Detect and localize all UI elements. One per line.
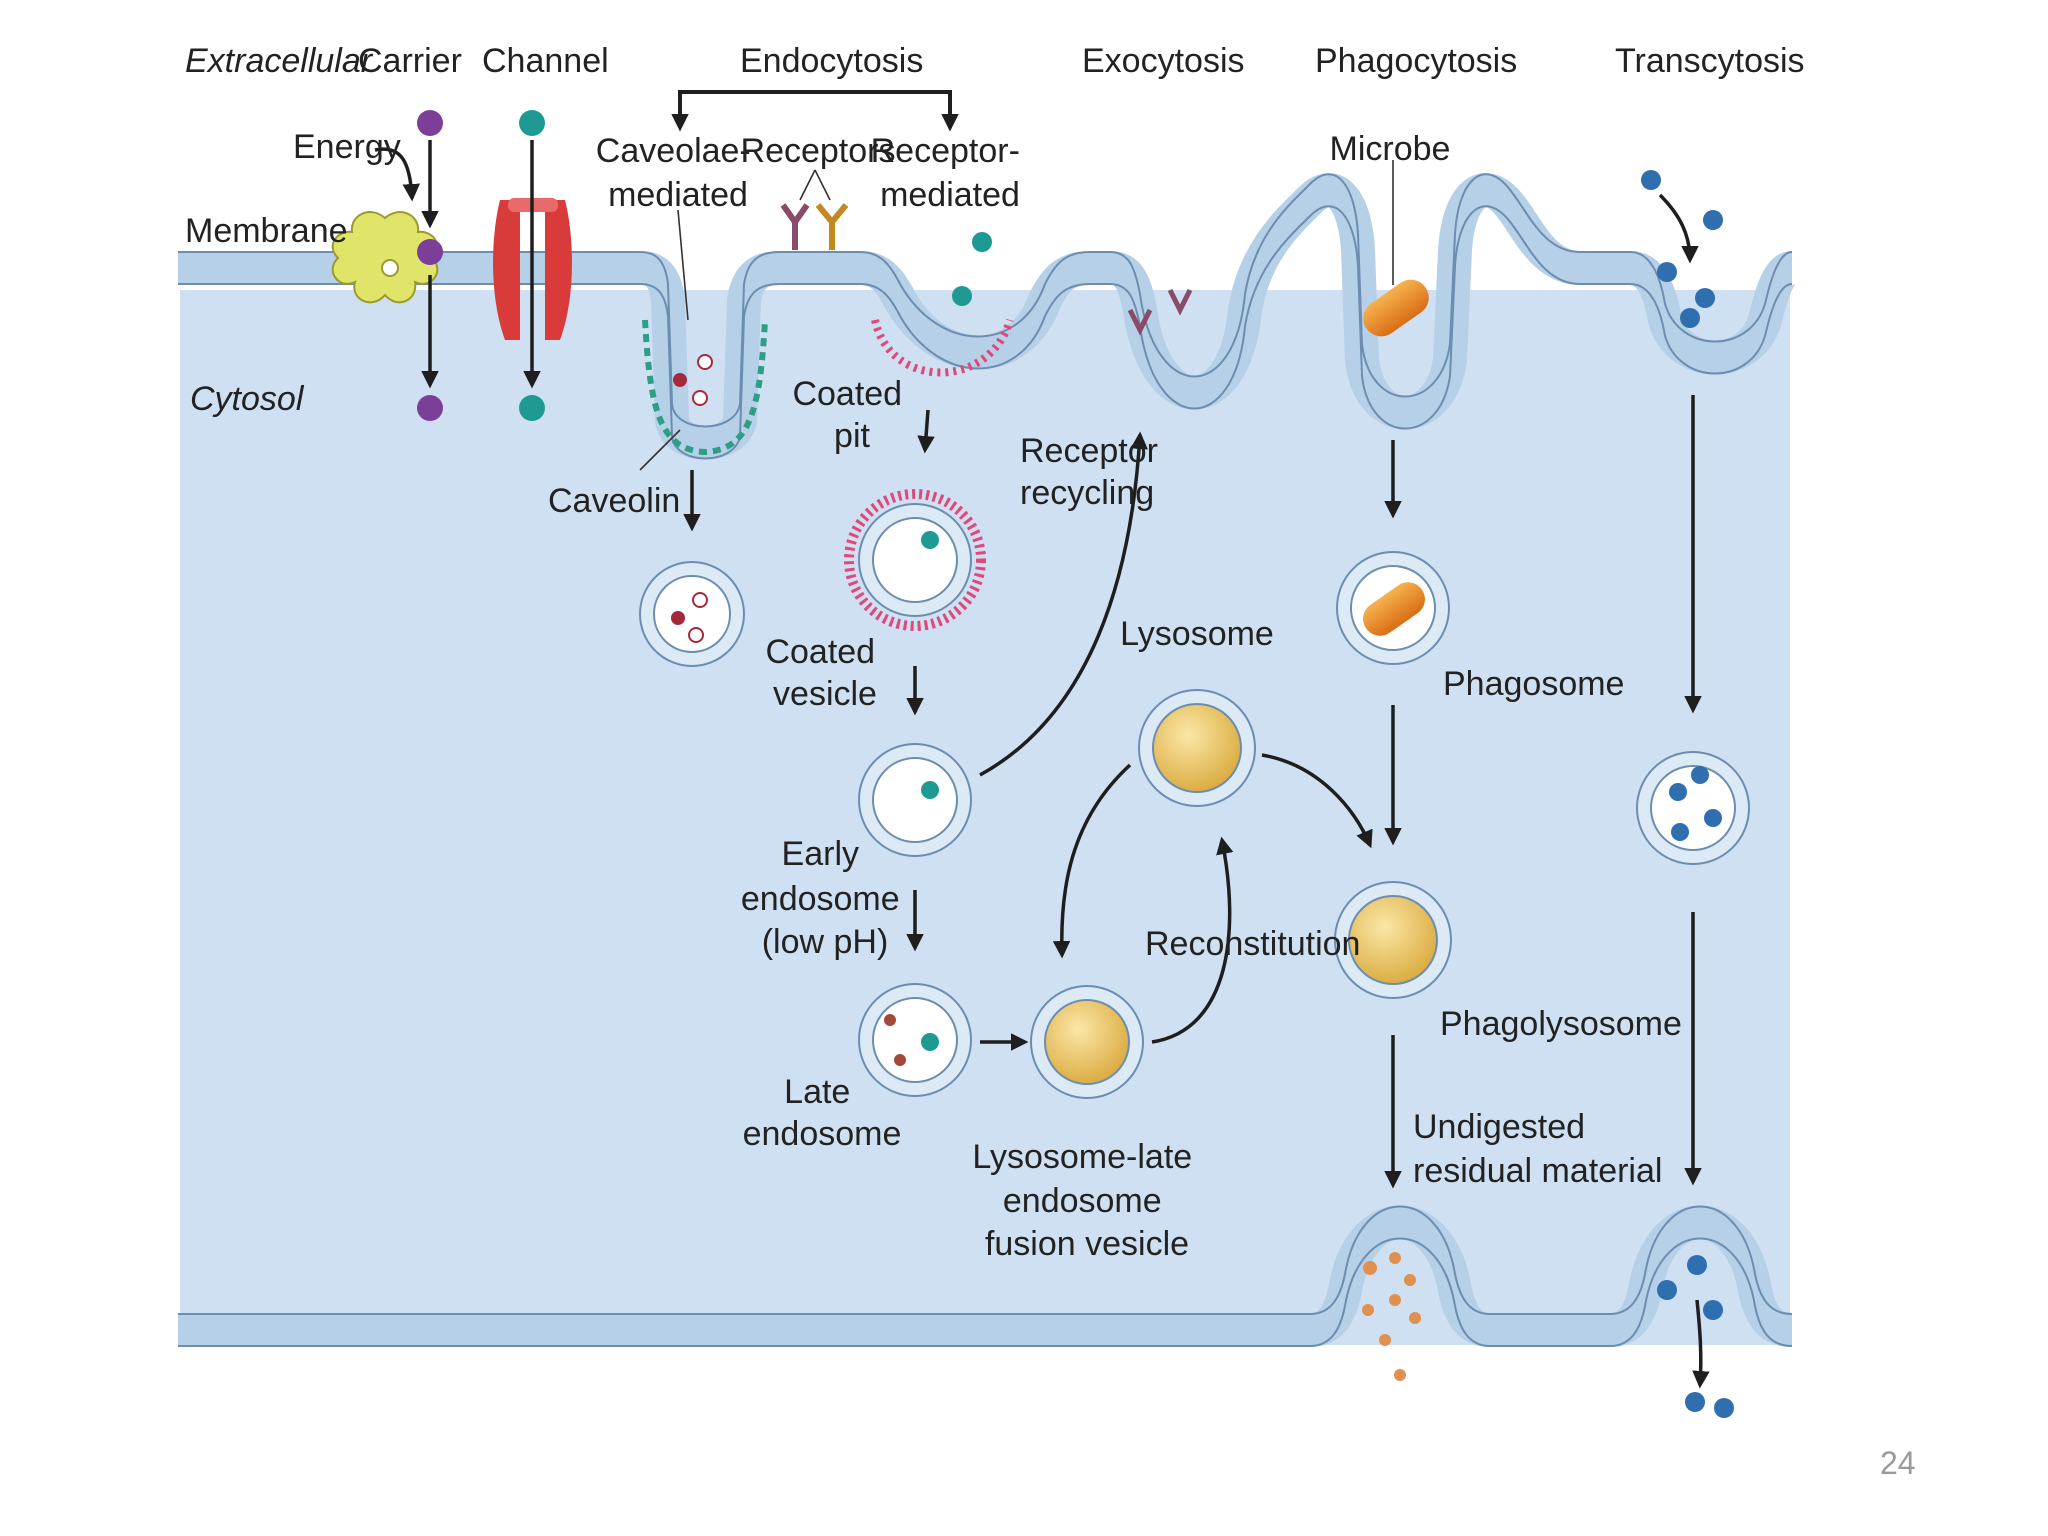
clathrin-coat-icon — [871, 318, 1014, 377]
coated-vesicle — [844, 489, 986, 631]
caveolae-vesicle — [639, 561, 745, 667]
channel-protein-icon — [493, 198, 572, 340]
label-endocytosis: Endocytosis — [740, 42, 923, 80]
label-coated-vesicle: Coated vesicle — [765, 633, 884, 713]
label-phagosome: Phagosome — [1443, 665, 1624, 703]
early-endosome — [858, 743, 972, 857]
solute-purple-inside — [417, 395, 443, 421]
label-undigested-residual: Undigested residual material — [1413, 1108, 1662, 1190]
label-exocytosis: Exocytosis — [1082, 42, 1245, 80]
lysosome-to-fusion-arrow — [1052, 763, 1132, 959]
label-channel: Channel — [482, 42, 609, 80]
label-transcytosis: Transcytosis — [1615, 42, 1805, 80]
solute-purple-outside — [417, 110, 443, 136]
label-membrane: Membrane — [185, 212, 348, 250]
label-extracellular: Extracellular — [185, 42, 374, 80]
energy-arrow — [374, 147, 420, 202]
receptor-icon — [780, 203, 849, 250]
late-endosome — [858, 983, 972, 1097]
label-receptor-mediated: Receptor- mediated — [871, 132, 1030, 214]
fusion-vesicle — [1030, 985, 1144, 1099]
label-receptors: Receptors — [741, 132, 896, 170]
label-caveolin: Caveolin — [548, 482, 680, 520]
label-microbe: Microbe — [1330, 130, 1451, 168]
phagosome — [1336, 551, 1450, 665]
label-caveolae-mediated: Caveolae- mediated — [596, 132, 760, 214]
label-fusion-vesicle: Lysosome-late endosome fusion vesicle — [972, 1138, 1201, 1263]
carrier-protein-icon — [331, 211, 439, 304]
reconstitution-arrow — [1151, 836, 1234, 1044]
microbe-icon — [1363, 279, 1429, 337]
residual-material-icon — [1362, 1252, 1421, 1381]
phagolysosome — [1334, 881, 1452, 999]
lysosome — [1138, 689, 1256, 807]
lysosome-to-phagolysosome-arrow — [1261, 753, 1373, 849]
label-phagocytosis: Phagocytosis — [1315, 42, 1517, 80]
endocytosis-bracket — [678, 90, 952, 122]
label-carrier: Carrier — [358, 42, 462, 80]
cytosol-region — [180, 290, 1790, 1345]
solute-teal-inside — [519, 395, 545, 421]
solute-purple-bound — [417, 239, 443, 265]
plasma-membrane-bottom — [178, 1205, 1794, 1347]
solute-teal-outside — [519, 110, 545, 136]
label-energy: Energy — [293, 128, 401, 166]
transcytosis-vesicle — [1636, 751, 1750, 865]
label-cytosol: Cytosol — [190, 380, 305, 418]
label-reconstitution: Reconstitution — [1145, 925, 1360, 963]
receptor-recycling-arrow — [979, 431, 1148, 777]
label-early-endosome: Early endosome (low pH) — [741, 835, 909, 961]
plasma-membrane-top — [178, 173, 1798, 460]
label-coated-pit: Coated pit — [792, 375, 911, 455]
label-receptor-recycling: Receptor recycling — [1020, 432, 1167, 512]
label-late-endosome: Late endosome — [743, 1073, 902, 1153]
label-lysosome: Lysosome — [1120, 615, 1274, 653]
transcytosis-cargo-icon — [1641, 170, 1723, 328]
caveolin-coat-icon — [642, 319, 768, 456]
label-phagolysosome: Phagolysosome — [1440, 1005, 1682, 1043]
page-number: 24 — [1880, 1445, 1916, 1481]
